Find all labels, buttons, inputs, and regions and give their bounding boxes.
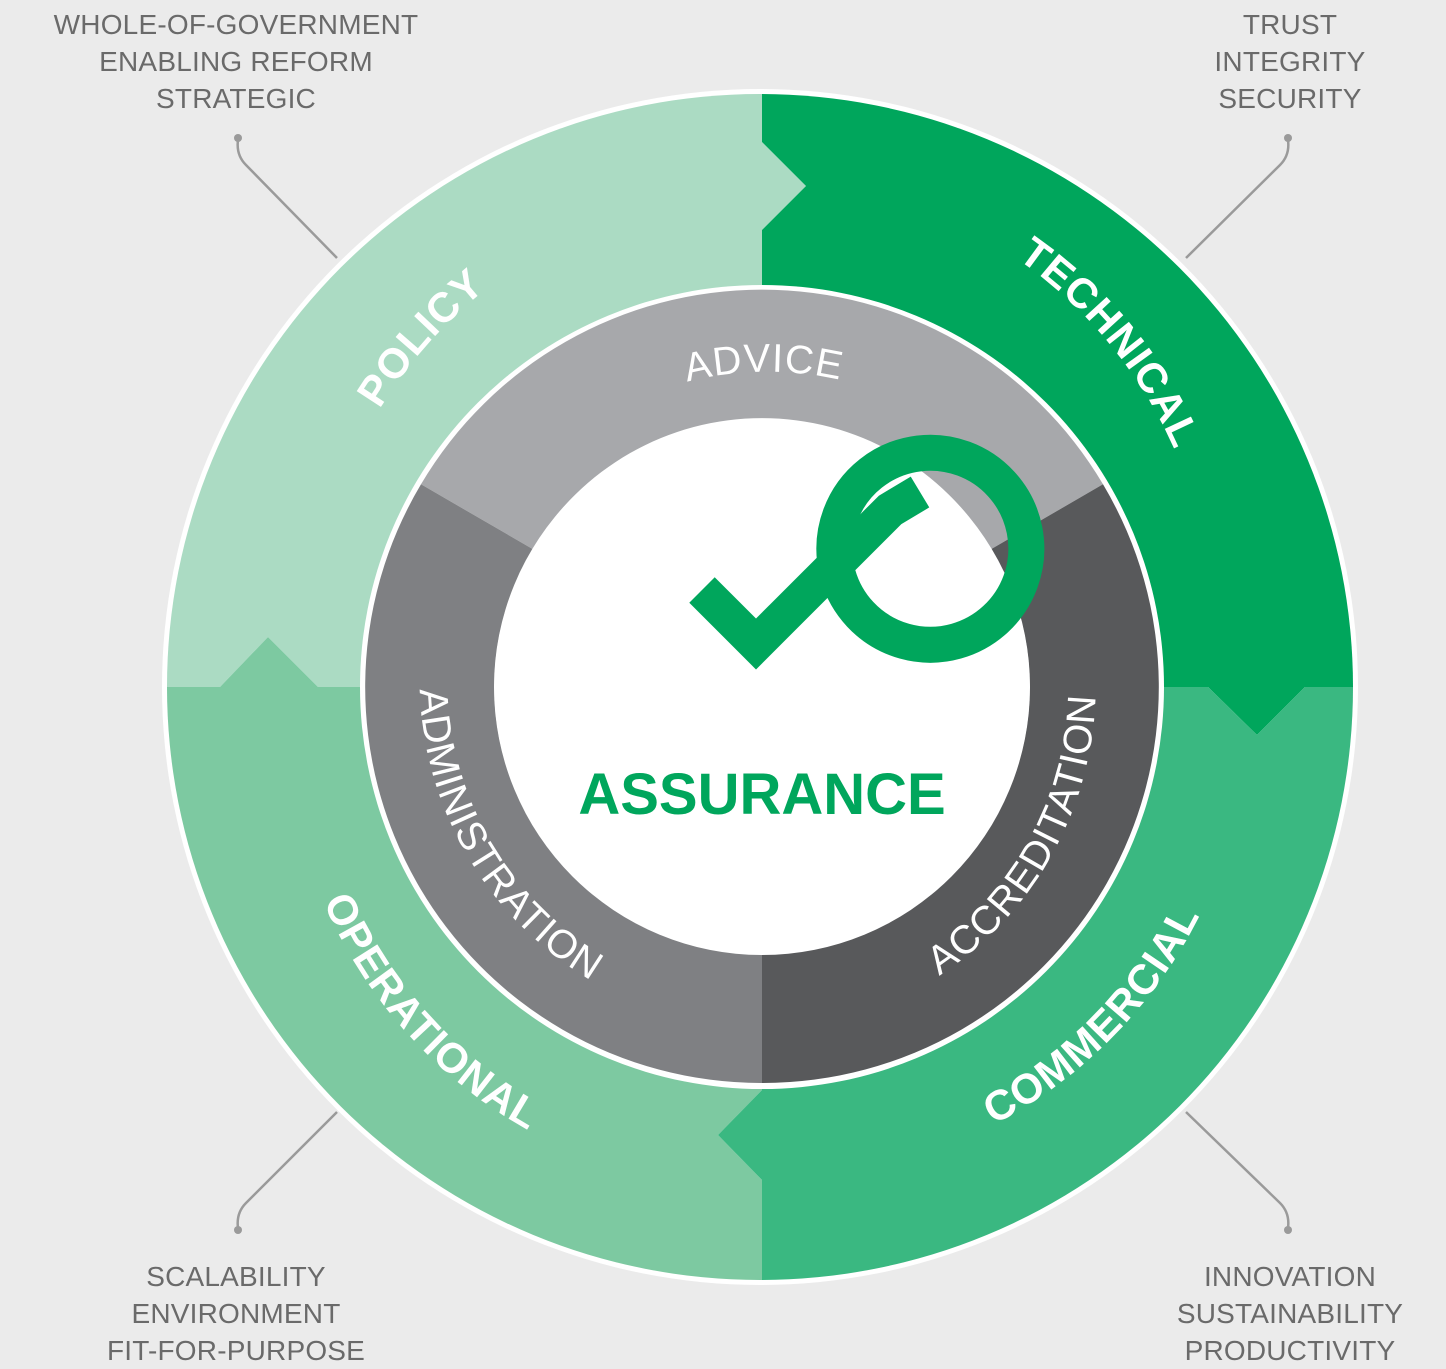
callout-line: SCALABILITY xyxy=(146,1261,326,1292)
callout-line: SUSTAINABILITY xyxy=(1176,1298,1404,1329)
callout-line: SECURITY xyxy=(1218,83,1362,114)
callout-line: TRUST xyxy=(1242,9,1338,40)
callout-line: INNOVATION xyxy=(1203,1261,1377,1292)
leader-line-bottom-right xyxy=(1185,1111,1290,1229)
callout-line: ENABLING REFORM xyxy=(99,46,373,77)
callout-line: PRODUCTIVITY xyxy=(1184,1335,1396,1366)
check-circle-icon xyxy=(689,434,1045,670)
callout-line: INTEGRITY xyxy=(1214,46,1366,77)
leader-dots xyxy=(234,134,1292,1234)
callout-line: ENVIRONMENT xyxy=(131,1298,341,1329)
segment-accreditation xyxy=(762,484,1159,1084)
segment-advice xyxy=(421,289,1103,550)
callout-top-left: WHOLE-OF-GOVERNMENT ENABLING REFORM STRA… xyxy=(36,6,436,117)
callout-line: STRATEGIC xyxy=(156,83,316,114)
callout-line: WHOLE-OF-GOVERNMENT xyxy=(53,9,419,40)
inner-ring xyxy=(365,289,1159,1084)
leader-lines xyxy=(236,139,1290,1229)
leader-line-bottom-left xyxy=(236,1111,338,1229)
leader-line-top-left xyxy=(236,139,338,259)
callout-top-right: TRUST INTEGRITY SECURITY xyxy=(1150,6,1430,117)
callout-line: FIT-FOR-PURPOSE xyxy=(106,1335,366,1366)
center-title: ASSURANCE xyxy=(578,762,945,827)
leader-line-top-right xyxy=(1185,139,1290,259)
callout-bottom-right: INNOVATION SUSTAINABILITY PRODUCTIVITY xyxy=(1140,1258,1440,1369)
center-disc xyxy=(494,419,1030,955)
callout-bottom-left: SCALABILITY ENVIRONMENT FIT-FOR-PURPOSE xyxy=(86,1258,386,1369)
segment-administration xyxy=(365,484,762,1084)
